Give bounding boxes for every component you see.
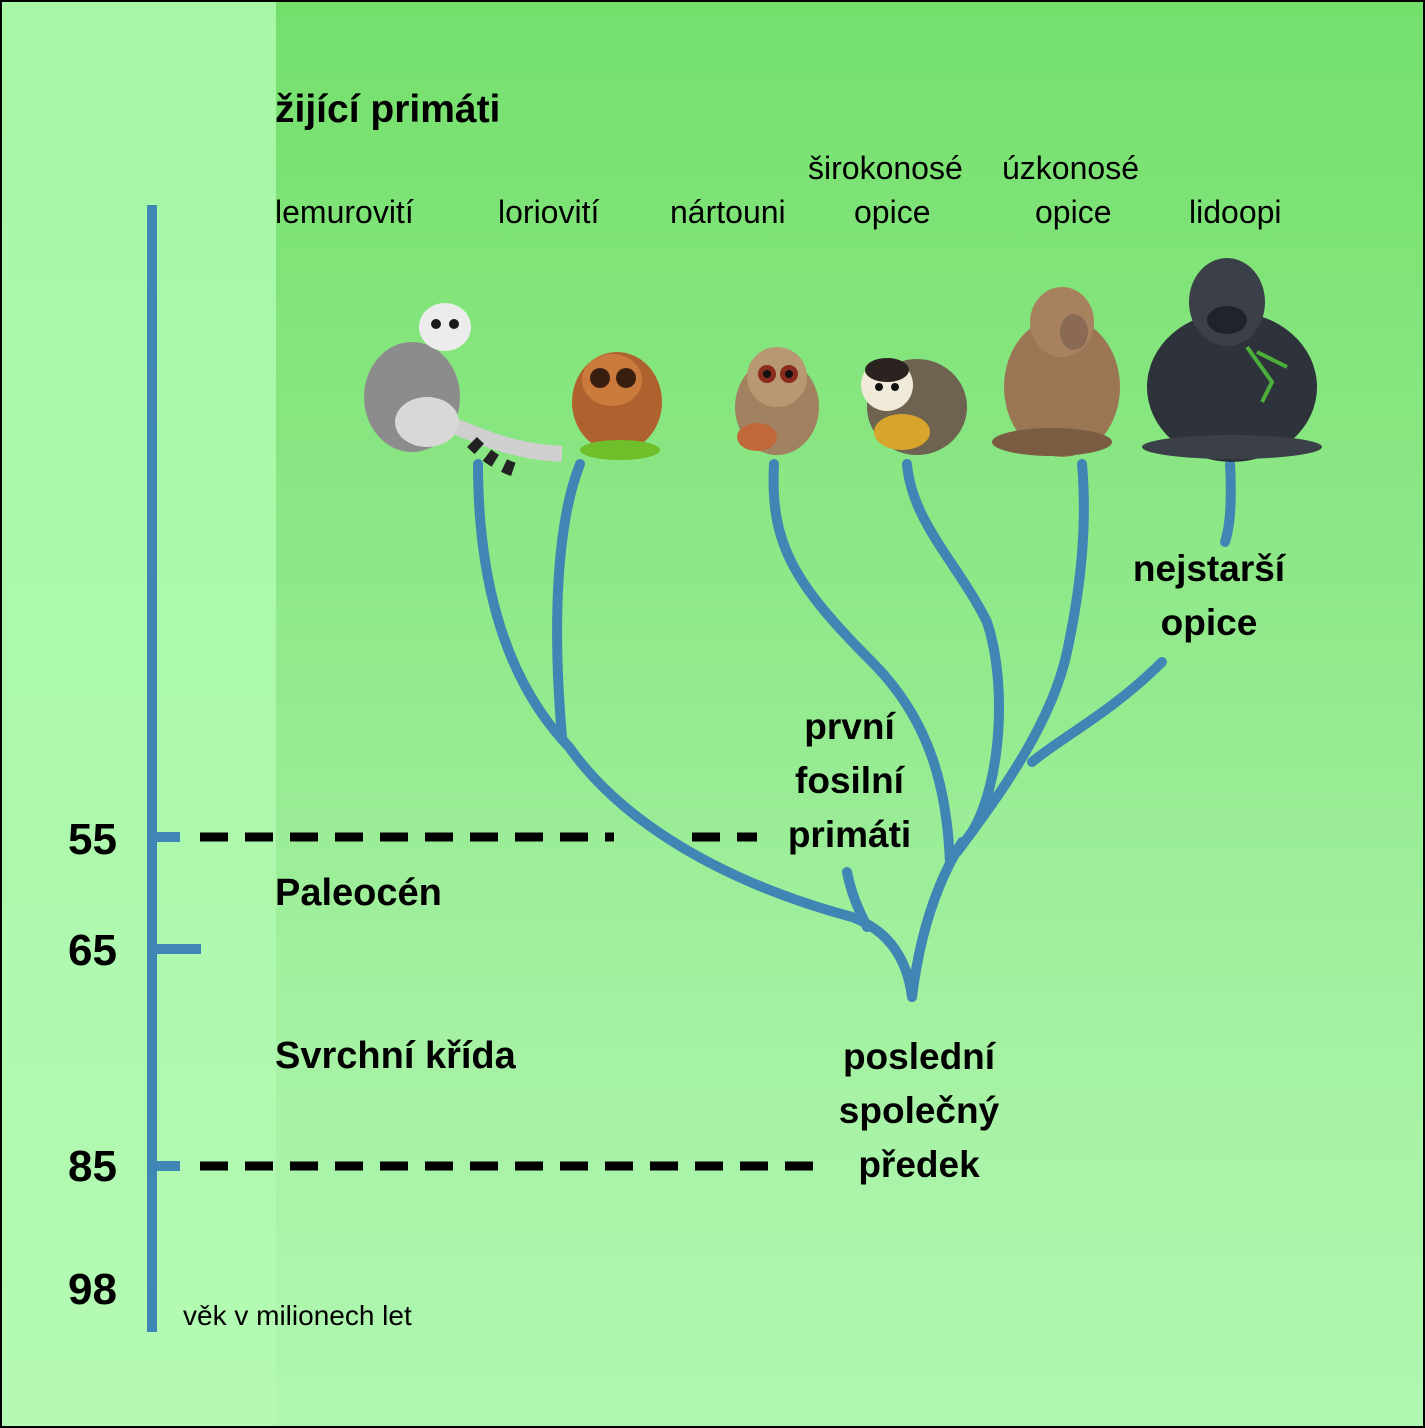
label-common-ancestor-line2: společný	[838, 1090, 1000, 1131]
taxon-tarsiers: nártouni	[670, 194, 786, 230]
dashed-lines	[200, 832, 824, 1171]
label-oldest-monkeys: nejstarší opice	[1114, 542, 1304, 650]
taxon-oldworld-top: úzkonosé	[1002, 150, 1139, 186]
animal-photos	[364, 258, 1322, 479]
timeline-axis	[147, 205, 201, 1332]
branches	[473, 459, 1236, 1002]
tick-label-55: 55	[68, 815, 117, 864]
lemur-photo	[364, 303, 563, 479]
tick-label-98: 98	[68, 1265, 117, 1314]
taxon-newworld-top: širokonosé	[808, 150, 963, 186]
branch-oldworld	[952, 459, 1089, 857]
label-common-ancestor-line3: předek	[858, 1144, 980, 1185]
timeline-band	[2, 2, 276, 1426]
taxon-lemurs: lemurovití	[275, 194, 414, 230]
taxon-apes: lidoopi	[1189, 194, 1282, 230]
taxon-oldworld-bottom: opice	[1035, 194, 1112, 230]
branch-apes	[1220, 459, 1236, 547]
label-common-ancestor: poslední společný předek	[814, 1030, 1024, 1192]
branch-oldest-monkey	[1027, 657, 1167, 767]
squirrel-monkey-photo	[861, 358, 967, 455]
gorilla-photo	[1142, 258, 1322, 462]
tarsier-photo	[735, 347, 819, 455]
branch-loris	[552, 459, 585, 742]
label-oldest-monkeys-line1: nejstarší	[1132, 548, 1286, 589]
label-first-fossil-primates: první fosilní primáti	[767, 700, 932, 862]
tick-label-85: 85	[68, 1142, 117, 1191]
period-paleocene: Paleocén	[275, 872, 442, 914]
period-upper-cretaceous: Svrchní křída	[275, 1035, 516, 1077]
label-first-fossil-line2: fosilní	[795, 760, 904, 801]
baboon-photo	[992, 287, 1120, 457]
label-common-ancestor-line1: poslední	[842, 1036, 996, 1077]
label-first-fossil-line1: první	[804, 706, 895, 747]
taxon-newworld-bottom: opice	[854, 194, 931, 230]
axis-unit-label: věk v milionech let	[183, 1300, 412, 1331]
branch-tarsier	[768, 459, 955, 867]
branch-newworld	[902, 459, 1004, 837]
diagram-title: žijící primáti	[275, 88, 501, 131]
branch-lemur	[473, 459, 574, 752]
taxon-lorises: loriovití	[498, 194, 600, 230]
label-oldest-monkeys-line2: opice	[1160, 602, 1258, 643]
branch-haplorhine-trunk	[907, 837, 967, 1002]
branch-fossil	[842, 867, 872, 932]
branch-strepsirrhine	[564, 742, 917, 1002]
tick-label-65: 65	[68, 926, 117, 975]
loris-photo	[572, 352, 662, 460]
label-first-fossil-line3: primáti	[787, 814, 912, 855]
